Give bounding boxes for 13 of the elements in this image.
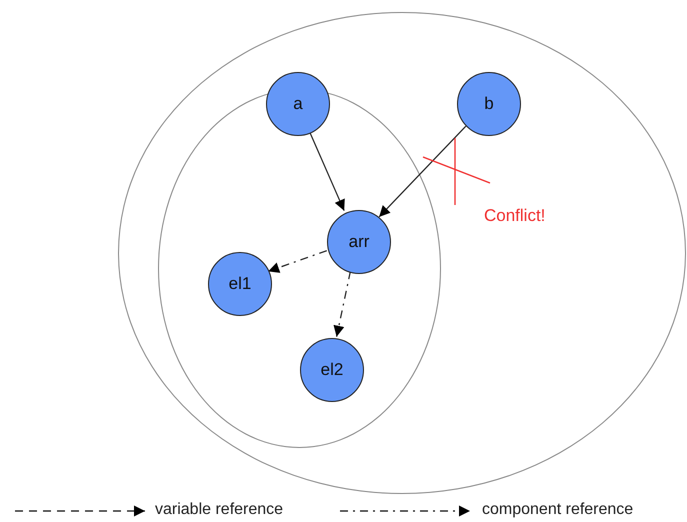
arrow (309, 132, 345, 211)
legend-label: component reference (482, 501, 634, 519)
node-label: arr (348, 232, 370, 252)
legend-label: variable reference (155, 501, 284, 519)
node-label: a (293, 94, 303, 114)
node-label: el2 (320, 360, 344, 380)
node-label: el1 (228, 274, 252, 294)
arrow (334, 271, 351, 337)
arrow (268, 250, 328, 273)
ellipse-boundary (118, 12, 686, 494)
node-label: b (484, 94, 494, 114)
arrow (378, 126, 466, 218)
conflict-note: Conflict! (484, 206, 546, 226)
